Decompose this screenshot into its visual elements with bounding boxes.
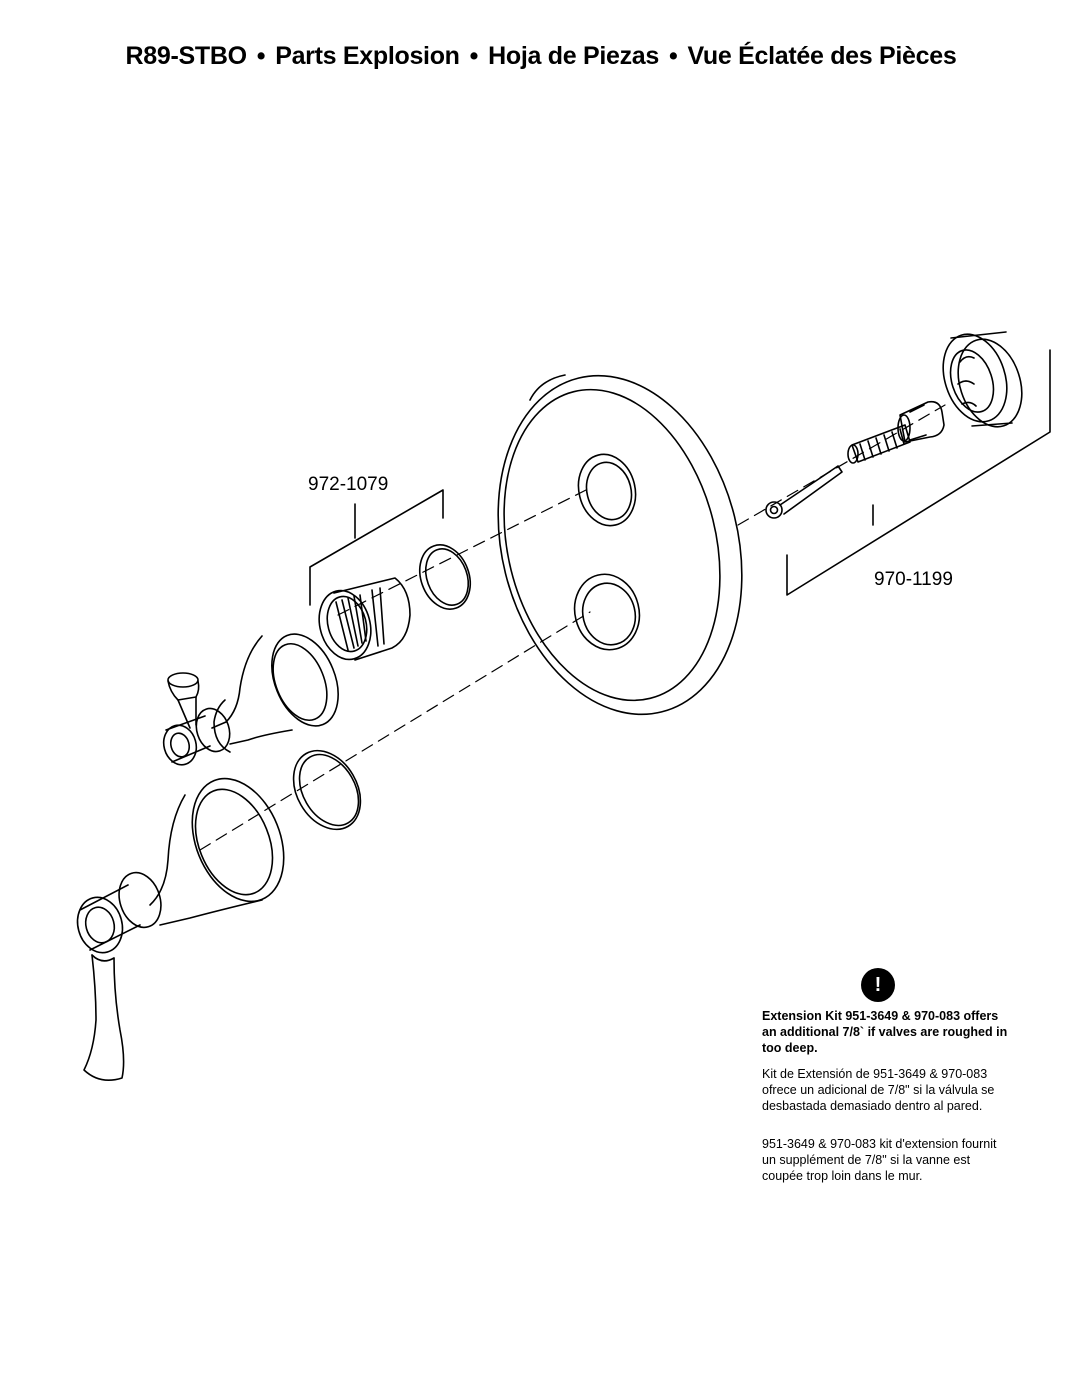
part-number-stem-kit: 970-1199 <box>874 569 953 590</box>
bracket-stem-kit <box>786 349 1051 596</box>
title-separator: • <box>668 42 678 70</box>
lever-handle <box>76 777 285 1081</box>
title-french: Vue Éclatée des Pièces <box>687 42 957 70</box>
model-number: R89-STBO <box>125 42 248 70</box>
splined-stem <box>847 424 911 464</box>
part-number-cartridge-kit: 972-1079 <box>308 474 388 495</box>
bonnet-nut <box>942 331 1023 428</box>
title-spanish: Hoja de Piezas <box>488 42 659 70</box>
warning-icon: ! <box>861 968 895 1002</box>
alignment-axis-upper <box>337 404 946 616</box>
page-title: R89-STBO • Parts Explosion • Hoja de Piezas •… <box>0 42 1082 71</box>
bracket-cartridge-kit <box>309 489 444 606</box>
title-separator: • <box>469 42 479 70</box>
o-ring-lower <box>292 749 362 831</box>
diverter-cartridge <box>318 577 411 661</box>
stem-extension-rod <box>765 465 843 519</box>
note-spanish: Kit de Extensión de 951-3649 & 970-083 o… <box>762 1067 995 1113</box>
escutcheon-plate <box>497 374 743 716</box>
title-english: Parts Explosion <box>275 42 460 70</box>
spline-adapter <box>897 400 945 443</box>
note-english: Extension Kit 951-3649 & 970-083 offers … <box>762 1009 1008 1055</box>
alignment-axis-lower <box>199 611 591 851</box>
o-ring-upper <box>418 544 472 610</box>
note-french: 951-3649 & 970-083 kit d'extension fourn… <box>762 1137 997 1183</box>
title-separator: • <box>256 42 266 70</box>
diverter-handle <box>162 633 339 766</box>
